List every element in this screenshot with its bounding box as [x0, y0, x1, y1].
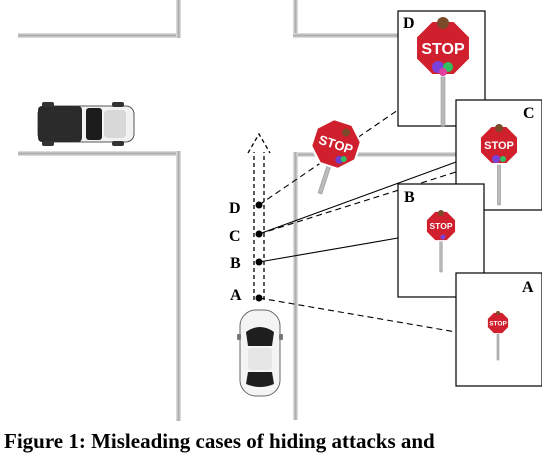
panel-a-label: A — [522, 279, 534, 296]
panel-a: A STOP — [455, 272, 542, 387]
panel-b-label: B — [404, 189, 415, 206]
panel-b-stop-text: STOP — [430, 221, 453, 231]
caption-label: Figure 1: — [4, 429, 86, 453]
curb-top-right-h — [293, 33, 403, 38]
ego-car — [237, 309, 283, 397]
curb-top-left-h — [18, 33, 180, 38]
curb-mid-right-h — [293, 152, 458, 157]
curb-top-right-v — [293, 0, 298, 38]
panel-c-stop-text: STOP — [484, 140, 514, 152]
trajectory-arrow — [247, 132, 271, 300]
panel-d: D STOP — [397, 10, 486, 127]
curb-mid-left-h — [18, 151, 180, 156]
point-label-a: A — [230, 287, 242, 304]
pickup-truck — [37, 102, 135, 146]
point-label-b: B — [230, 255, 241, 272]
point-label-d: D — [229, 200, 241, 217]
figure-caption: Figure 1: Misleading cases of hiding att… — [4, 429, 542, 454]
curb-mid-right-v — [293, 152, 298, 420]
road-edges — [18, 0, 458, 421]
panel-c-label: C — [523, 105, 535, 122]
caption-text: Misleading cases of hiding attacks and — [91, 429, 435, 453]
panel-d-label: D — [403, 15, 415, 32]
curb-top-left-v — [176, 0, 181, 38]
panel-a-stop-text: STOP — [489, 321, 507, 328]
roadside-stop-sign: STOP — [305, 113, 367, 195]
curb-mid-left-v — [176, 151, 181, 421]
trajectory-points: D C B A — [229, 200, 263, 304]
panel-d-stop-text: STOP — [421, 41, 465, 58]
figure-scene: D C B A STOP D STOP — [18, 0, 542, 421]
point-label-c: C — [229, 228, 241, 245]
